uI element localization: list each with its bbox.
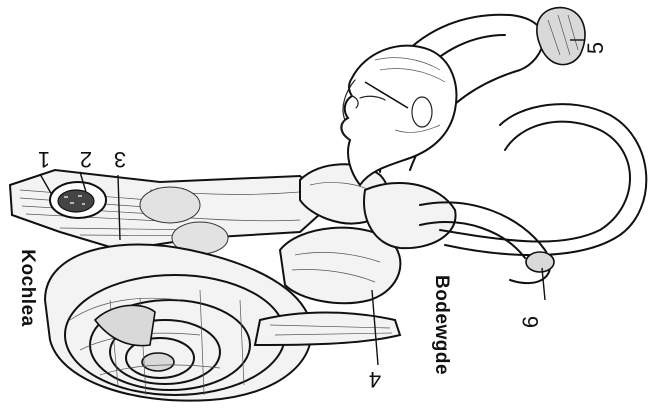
label-5: 5	[583, 42, 608, 54]
cochlear-duct	[255, 313, 400, 346]
head-profile	[341, 46, 457, 185]
cochlea-label: Kochlea	[17, 249, 38, 326]
nerve-cut-end	[50, 182, 106, 218]
label-4: 4	[369, 367, 381, 392]
label-6: 6	[518, 316, 543, 328]
label-2: 2	[80, 147, 92, 172]
label-1: 1	[38, 147, 50, 172]
posterior-canal	[440, 104, 646, 255]
label-3: 3	[114, 147, 126, 172]
ampulla	[526, 252, 554, 272]
vestibule-body	[280, 164, 456, 303]
endolymphatic-sac	[537, 8, 585, 65]
vestibule-label: Bodewgde	[431, 275, 452, 375]
